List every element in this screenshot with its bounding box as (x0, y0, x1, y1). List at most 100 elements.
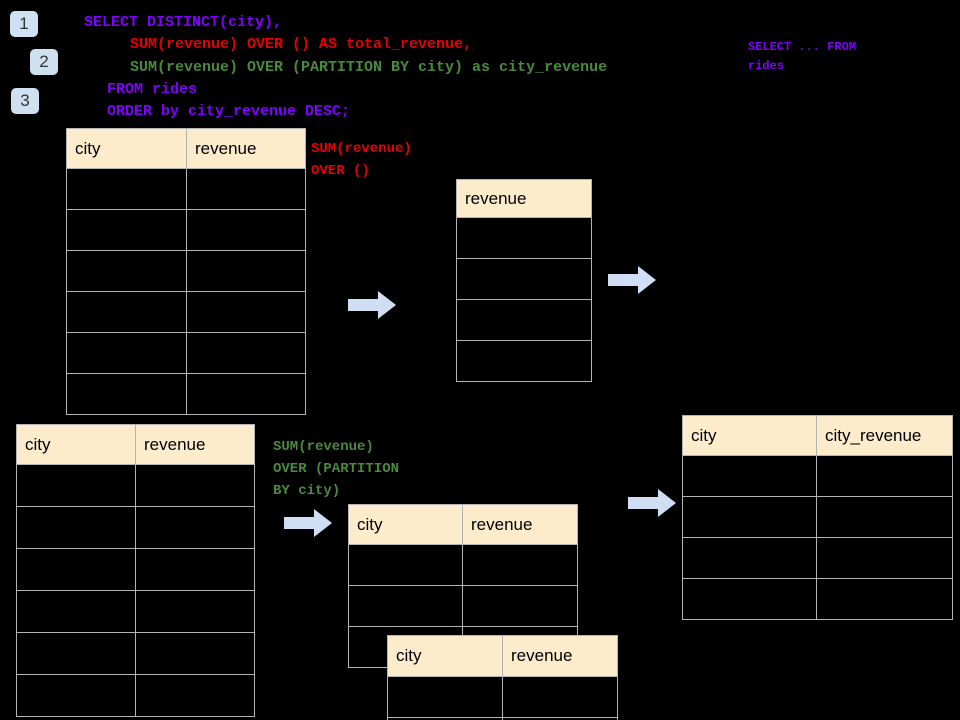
annotation-sum-over-empty: SUM(revenue) OVER () (311, 141, 412, 179)
table-cell-revenue (456, 258, 592, 300)
table-cell-city (66, 373, 187, 415)
table-cell-revenue (462, 585, 578, 627)
table-row (16, 632, 255, 675)
table-cell-revenue (456, 217, 592, 259)
table-header-row: revenue (456, 179, 592, 218)
sql-line-5: ORDER by city_revenue DESC; (107, 103, 351, 120)
arrow-total-to-result-icon (608, 266, 656, 294)
table-cell-revenue (456, 299, 592, 341)
table-revenue-total-intermediate: revenue (456, 179, 592, 382)
table-cell-city (16, 506, 136, 549)
table-cell-revenue (186, 250, 306, 292)
step-badge-3: 3 (11, 88, 39, 114)
table-cell-revenue (186, 332, 306, 374)
table-cell-city (682, 455, 817, 497)
table-row (66, 332, 306, 374)
table-row (348, 544, 578, 586)
table-cell-revenue (135, 464, 255, 507)
table-row (682, 496, 953, 538)
arrow-partition-to-result-icon (628, 489, 676, 517)
step-badge-1: 1 (10, 11, 38, 37)
table-row (456, 340, 592, 382)
table-row (682, 455, 953, 497)
table-cell-revenue (456, 340, 592, 382)
table-cell-city_revenue (816, 496, 953, 538)
table-row (387, 717, 618, 720)
table-cell-city (16, 590, 136, 633)
annotation-sum-over-partition: SUM(revenue) OVER (PARTITION BY city) (273, 439, 400, 499)
table-cell-revenue (135, 632, 255, 675)
table-cell-revenue (502, 717, 618, 720)
table-cell-revenue (186, 291, 306, 333)
table-cell-city (66, 250, 187, 292)
arrow-rides-to-total-icon (348, 291, 396, 319)
table-row (16, 590, 255, 633)
table-row (66, 373, 306, 415)
table-cell-revenue (186, 373, 306, 415)
column-header-revenue: revenue (186, 128, 306, 169)
table-cell-city (16, 674, 136, 717)
table-cell-revenue (186, 209, 306, 251)
table-row (682, 578, 953, 620)
column-header-revenue: revenue (502, 635, 618, 677)
sql-line-3: SUM(revenue) OVER (PARTITION BY city) as… (130, 59, 608, 76)
table-row (66, 168, 306, 210)
table-cell-revenue (135, 674, 255, 717)
table-row (66, 209, 306, 251)
table-cell-city (682, 496, 817, 538)
table-cell-city (66, 332, 187, 374)
sql-line-1: SELECT DISTINCT(city), (84, 14, 283, 31)
column-header-city_revenue: city_revenue (816, 415, 953, 456)
table-row (348, 585, 578, 627)
table-cell-city (66, 168, 187, 210)
table-cell-city (66, 209, 187, 251)
table-row (16, 506, 255, 549)
table-cell-city_revenue (816, 537, 953, 579)
table-cell-city (387, 676, 503, 718)
table-cell-city (682, 578, 817, 620)
arrow-rides-to-partition-icon (284, 509, 332, 537)
table-cell-city_revenue (816, 578, 953, 620)
table-row (16, 548, 255, 591)
table-cell-revenue (502, 676, 618, 718)
column-header-city: city (348, 504, 463, 545)
column-header-city: city (387, 635, 503, 677)
side-sql-snippet: SELECT ... FROM rides (748, 40, 857, 73)
column-header-revenue: revenue (456, 179, 592, 218)
table-cell-city (348, 544, 463, 586)
table-cell-city (348, 585, 463, 627)
column-header-city: city (16, 424, 136, 465)
step-badge-2: 2 (30, 49, 58, 75)
table-cell-city_revenue (816, 455, 953, 497)
table-row (66, 291, 306, 333)
column-header-city: city (682, 415, 817, 456)
table-row (66, 250, 306, 292)
table-row (16, 464, 255, 507)
table-cell-revenue (462, 544, 578, 586)
table-cell-city (682, 537, 817, 579)
column-header-revenue: revenue (462, 504, 578, 545)
table-cell-revenue (135, 590, 255, 633)
table-cell-revenue (186, 168, 306, 210)
table-cell-city (16, 548, 136, 591)
table-row (387, 676, 618, 718)
table-row (682, 537, 953, 579)
table-cell-revenue (135, 548, 255, 591)
table-row (456, 258, 592, 300)
column-header-revenue: revenue (135, 424, 255, 465)
sql-line-2: SUM(revenue) OVER () AS total_revenue, (130, 36, 473, 53)
column-header-city: city (66, 128, 187, 169)
table-cell-city (66, 291, 187, 333)
table-row (456, 299, 592, 341)
table-row (16, 674, 255, 717)
